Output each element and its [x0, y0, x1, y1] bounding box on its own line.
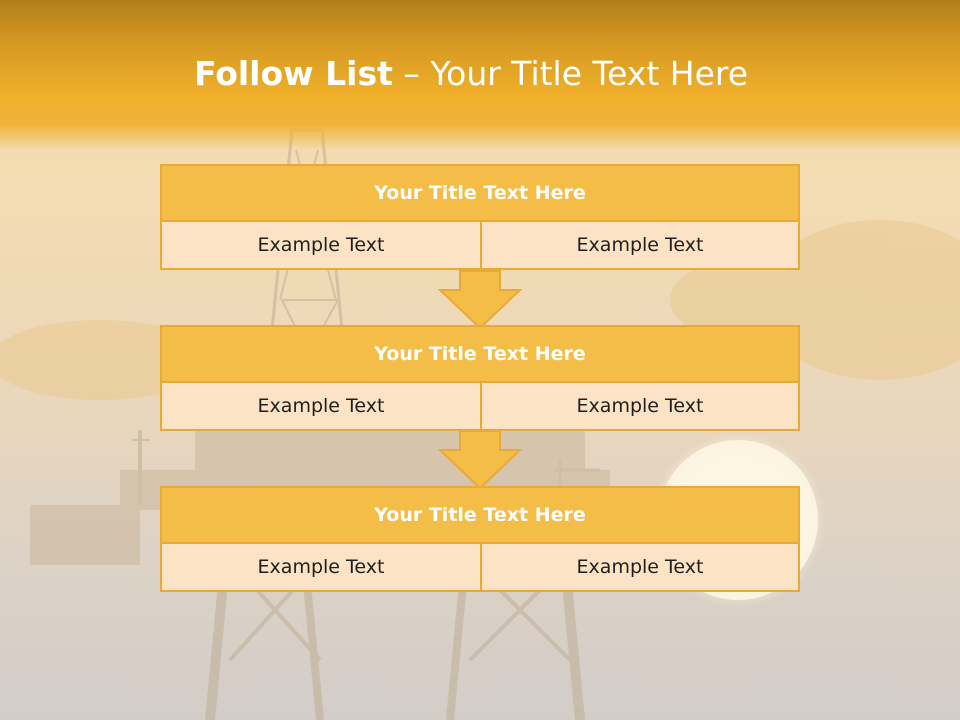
slide-title-rest: – Your Title Text Here [392, 54, 749, 93]
block-title: Your Title Text Here [160, 486, 800, 544]
block-cell-left: Example Text [160, 542, 482, 592]
block-title: Your Title Text Here [160, 164, 800, 222]
follow-block-1: Your Title Text Here Example Text Exampl… [160, 164, 800, 270]
header-band [0, 0, 960, 150]
slide-title-bold: Follow List [193, 54, 393, 93]
block-cell-right: Example Text [480, 220, 800, 270]
block-cell-left: Example Text [160, 381, 482, 431]
block-cell-right: Example Text [480, 381, 800, 431]
block-cell-left: Example Text [160, 220, 482, 270]
follow-block-3: Your Title Text Here Example Text Exampl… [160, 486, 800, 592]
follow-block-2: Your Title Text Here Example Text Exampl… [160, 325, 800, 431]
slide-title: Follow List – Your Title Text Here [0, 54, 942, 93]
down-arrow-icon [438, 270, 522, 330]
block-title: Your Title Text Here [160, 325, 800, 383]
down-arrow-icon [438, 430, 522, 490]
block-cell-right: Example Text [480, 542, 800, 592]
